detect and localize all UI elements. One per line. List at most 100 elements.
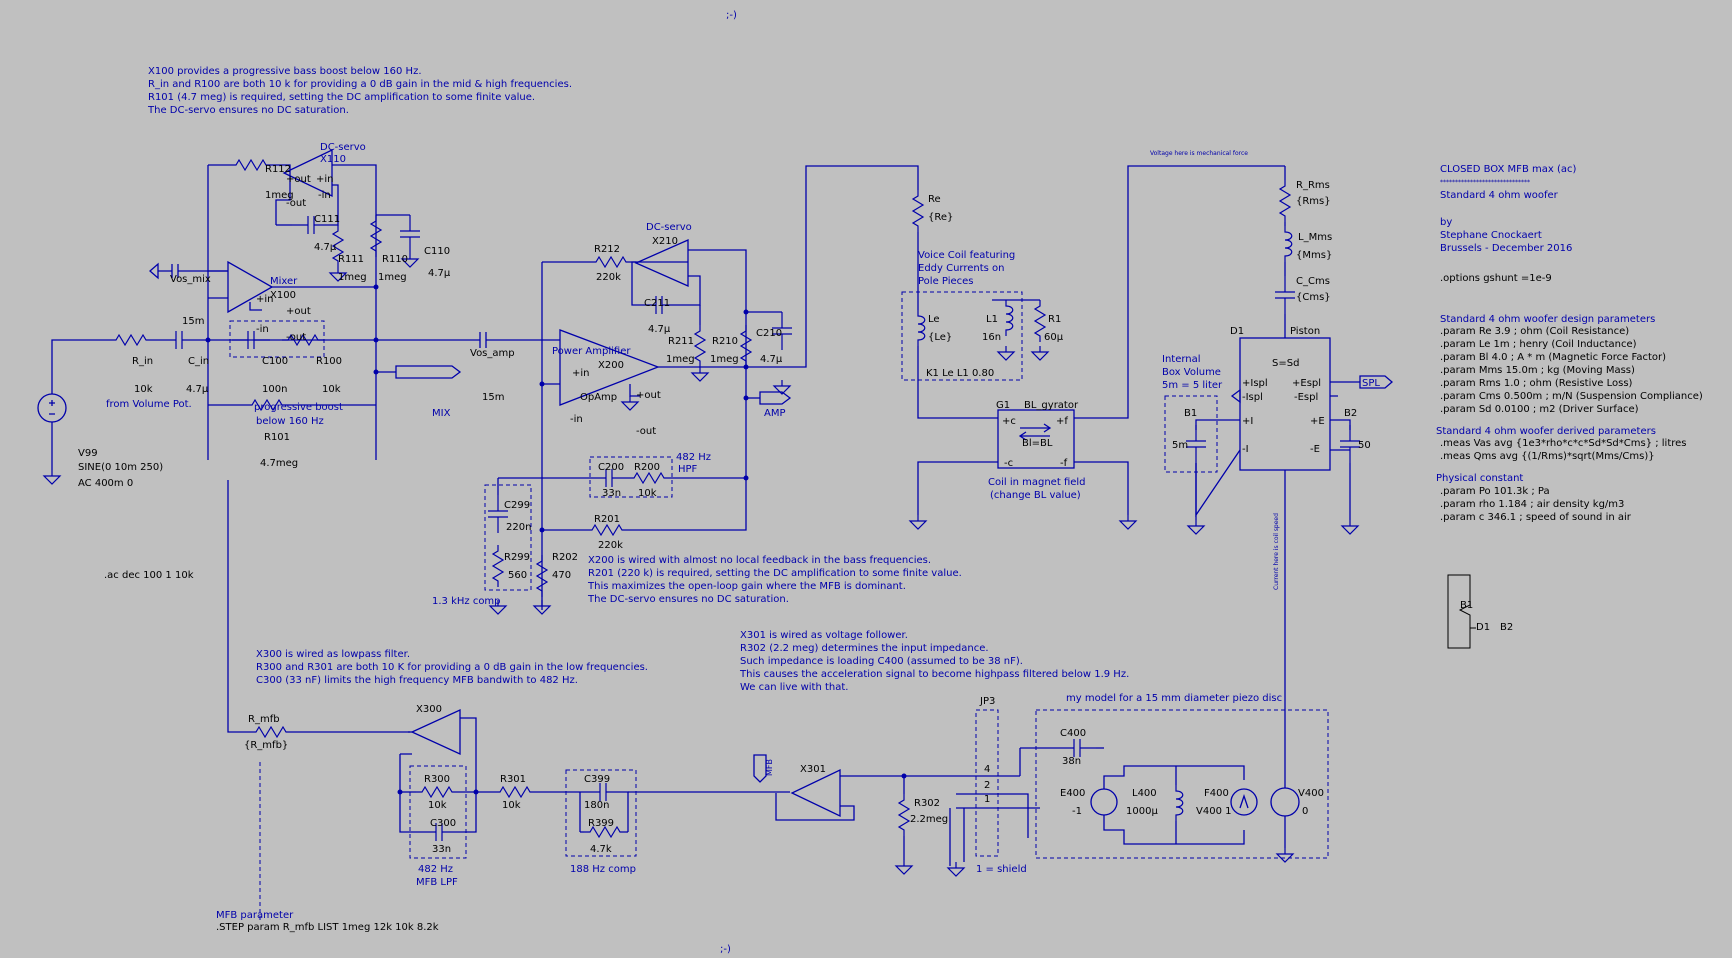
- voice-coil-1: Voice Coil featuring: [918, 250, 1015, 261]
- svg-text:+I: +I: [1242, 416, 1253, 427]
- svg-text:1meg: 1meg: [338, 272, 367, 283]
- svg-text:Vos_amp: Vos_amp: [470, 348, 515, 359]
- svg-text:X110: X110: [320, 154, 346, 165]
- vos-mix: [149, 262, 228, 280]
- svg-text:-I: -I: [1242, 444, 1249, 455]
- svg-text:Standard 4 ohm woofer derived: Standard 4 ohm woofer derived parameters: [1436, 426, 1656, 437]
- note-x200-2: R201 (220 k) is required, setting the DC…: [588, 568, 962, 579]
- svg-text:Standard 4 ohm woofer: Standard 4 ohm woofer: [1440, 190, 1559, 201]
- svg-text:BL_gyrator: BL_gyrator: [1024, 400, 1079, 411]
- svg-text:L_Mms: L_Mms: [1298, 232, 1332, 243]
- svg-text:60µ: 60µ: [1044, 332, 1064, 343]
- svg-text:C399: C399: [584, 774, 610, 785]
- svg-text:-in: -in: [256, 324, 269, 335]
- svg-text:220k: 220k: [598, 540, 623, 551]
- svg-text:R200: R200: [634, 462, 660, 473]
- dcservo-x210: [542, 239, 793, 478]
- svg-text:.param Rms 1.0 ; ohm (Resistiv: .param Rms 1.0 ; ohm (Resistive Loss): [1440, 378, 1633, 389]
- note-x300-3: C300 (33 nF) limits the high frequency M…: [256, 675, 578, 686]
- svg-text:X210: X210: [652, 236, 678, 247]
- note-coil-speed: Current here is coil speed: [1273, 513, 1280, 590]
- svg-text:C300: C300: [430, 818, 456, 829]
- svg-text:C200: C200: [598, 462, 624, 473]
- voice-coil: [746, 165, 1049, 419]
- svg-text:C210: C210: [756, 328, 782, 339]
- svg-text:Bl=BL: Bl=BL: [1022, 438, 1053, 449]
- note-x200-4: The DC-servo ensures no DC saturation.: [587, 594, 789, 605]
- svg-text:Re: Re: [928, 194, 941, 205]
- svg-text:.meas Vas avg {1e3*rho*c*c*Sd*: .meas Vas avg {1e3*rho*c*c*Sd*Sd*Cms} ; …: [1440, 438, 1687, 449]
- svg-text:220k: 220k: [596, 272, 621, 283]
- svg-text:S=Sd: S=Sd: [1272, 358, 1299, 369]
- svg-text:Piston: Piston: [1290, 326, 1320, 337]
- voice-coil-2: Eddy Currents on: [918, 263, 1005, 274]
- svg-text:R202: R202: [552, 552, 578, 563]
- mechanical-chain: [1274, 166, 1296, 338]
- c-in: [159, 330, 199, 350]
- svg-text:1meg: 1meg: [710, 354, 739, 365]
- svg-text:AC 400m 0: AC 400m 0: [78, 478, 133, 489]
- svg-text:K1 Le L1 0.80: K1 Le L1 0.80: [926, 368, 994, 379]
- svg-text:R_in: R_in: [132, 356, 153, 367]
- box-volume-3: 5m = 5 liter: [1162, 380, 1223, 391]
- svg-text:.param Sd 0.0100 ; m2 (Driver: .param Sd 0.0100 ; m2 (Driver Surface): [1440, 404, 1639, 415]
- svg-text:R110: R110: [382, 254, 408, 265]
- svg-text:X300: X300: [416, 704, 442, 715]
- svg-text:R301: R301: [500, 774, 526, 785]
- note-x301-4: This causes the acceleration signal to b…: [739, 669, 1129, 680]
- note-x200-1: X200 is wired with almost no local feedb…: [588, 555, 931, 566]
- bottom-marker: ;-): [720, 944, 731, 955]
- ac-directive: .ac dec 100 1 10k: [104, 570, 194, 581]
- svg-text:{R_mfb}: {R_mfb}: [244, 740, 288, 751]
- r101: [208, 399, 376, 411]
- svg-text:100n: 100n: [262, 384, 287, 395]
- note-x300-1: X300 is wired as lowpass filter.: [256, 649, 410, 660]
- svg-text:MIX: MIX: [432, 408, 451, 419]
- svg-text:33n: 33n: [602, 488, 621, 499]
- svg-text:-f: -f: [1060, 458, 1068, 469]
- svg-text:L400: L400: [1132, 788, 1157, 799]
- svg-text:R211: R211: [668, 336, 694, 347]
- svg-text:15m: 15m: [482, 392, 504, 403]
- svg-text:MFB LPF: MFB LPF: [416, 877, 458, 888]
- svg-text:-c: -c: [1004, 458, 1013, 469]
- svg-text:10k: 10k: [428, 800, 447, 811]
- svg-text:{Cms}: {Cms}: [1296, 292, 1331, 303]
- svg-text:V99: V99: [78, 448, 98, 459]
- svg-text:{Mms}: {Mms}: [1296, 250, 1332, 261]
- power-amp-x200: [541, 262, 746, 610]
- svg-text:+E: +E: [1310, 416, 1325, 427]
- title-block: CLOSED BOX MFB max (ac) ****************…: [1436, 164, 1703, 523]
- svg-text:188 Hz comp: 188 Hz comp: [570, 864, 636, 875]
- svg-text:B2: B2: [1500, 622, 1513, 633]
- svg-text:X100: X100: [270, 290, 296, 301]
- svg-text:560: 560: [508, 570, 527, 581]
- coil-magnet-2: (change BL value): [990, 490, 1081, 501]
- bl-gyrator-g1: [909, 165, 1285, 530]
- svg-text:-E: -E: [1310, 444, 1320, 455]
- svg-text:180n: 180n: [584, 800, 609, 811]
- note-x100-1: X100 provides a progressive bass boost b…: [148, 66, 422, 77]
- svg-text:4.7µ: 4.7µ: [314, 242, 337, 253]
- svg-text:.meas Qms avg {(1/Rms)*sqrt(Mm: .meas Qms avg {(1/Rms)*sqrt(Mms/Cms)}: [1440, 451, 1655, 462]
- svg-text:50: 50: [1358, 440, 1371, 451]
- note-x301-3: Such impedance is loading C400 (assumed …: [740, 656, 1023, 667]
- svg-text:{Re}: {Re}: [928, 212, 953, 223]
- svg-text:Standard 4 ohm woofer design p: Standard 4 ohm woofer design parameters: [1440, 314, 1655, 325]
- svg-text:470: 470: [552, 570, 571, 581]
- svg-text:R_mfb: R_mfb: [248, 714, 280, 725]
- svg-text:MFB: MFB: [765, 759, 774, 776]
- svg-text:10k: 10k: [134, 384, 153, 395]
- svg-text:R_Rms: R_Rms: [1296, 180, 1330, 191]
- svg-text:-out: -out: [286, 198, 306, 209]
- svg-text:D1: D1: [1230, 326, 1244, 337]
- svg-text:+in: +in: [316, 174, 334, 185]
- piezo-model: [1019, 709, 1329, 859]
- r-in: [109, 334, 153, 346]
- note-x100-2: R_in and R100 are both 10 k for providin…: [148, 79, 572, 90]
- svg-text:R299: R299: [504, 552, 530, 563]
- svg-text:SPL: SPL: [1362, 378, 1380, 389]
- svg-text:.param Po 101.3k ; Pa: .param Po 101.3k ; Pa: [1440, 486, 1550, 497]
- svg-text:1meg: 1meg: [666, 354, 695, 365]
- svg-text:+c: +c: [1002, 416, 1016, 427]
